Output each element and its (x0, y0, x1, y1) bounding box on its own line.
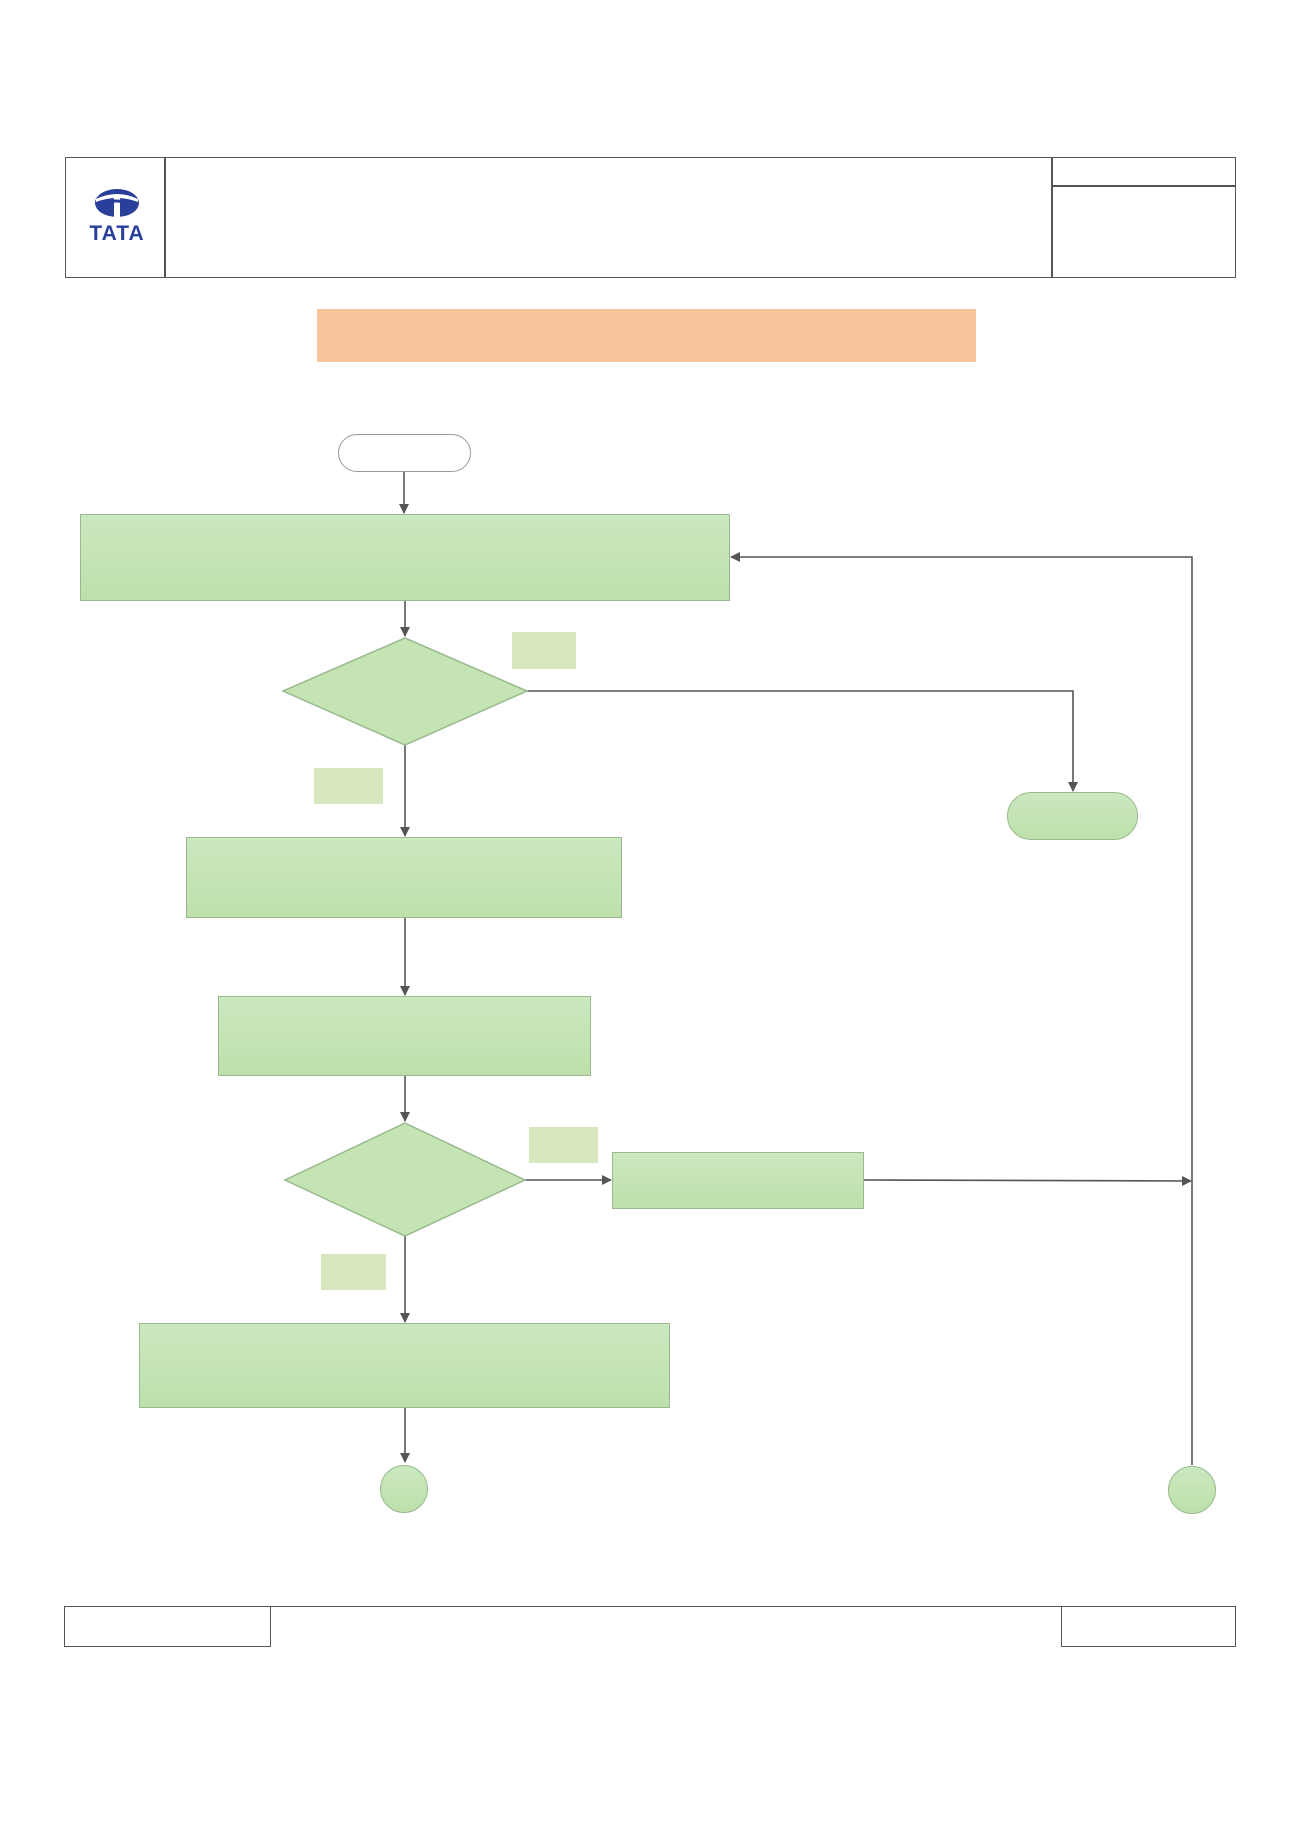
banner-title (317, 309, 976, 362)
process-step3 (218, 996, 591, 1076)
decision2-yes-label (529, 1127, 598, 1163)
process-side-step (612, 1152, 864, 1209)
decision2-text (322, 1152, 488, 1208)
decision1-yes-label (512, 632, 576, 669)
footer-left-cell (64, 1606, 271, 1647)
end-terminator (1007, 792, 1138, 840)
arrow-side-to-loop (863, 1175, 1192, 1186)
header-divider-left (164, 157, 166, 278)
header-divider-right (1051, 157, 1053, 278)
connector-a (380, 1465, 428, 1513)
arrow-loop-to-step1 (730, 552, 1193, 1465)
decision1-shape (281, 637, 529, 746)
decision1-text (320, 665, 490, 717)
tata-logo: TATA (82, 185, 152, 247)
decision2-shape (283, 1122, 527, 1237)
process-step1 (80, 514, 730, 601)
process-step4 (139, 1323, 670, 1408)
header-divider-h (1051, 185, 1236, 187)
start-terminator (338, 434, 471, 472)
connector-b (1168, 1466, 1216, 1514)
arrow-decision1-to-end (527, 690, 1078, 792)
footer-center (272, 1606, 1060, 1646)
logo-wordmark: TATA (89, 222, 145, 245)
footer-right-cell (1061, 1606, 1236, 1647)
process-step2 (186, 837, 622, 918)
header-frame (65, 157, 1236, 278)
decision2-no-label (321, 1254, 386, 1290)
decision1-no-label (314, 768, 383, 804)
tata-logo-mark-icon (95, 189, 139, 219)
